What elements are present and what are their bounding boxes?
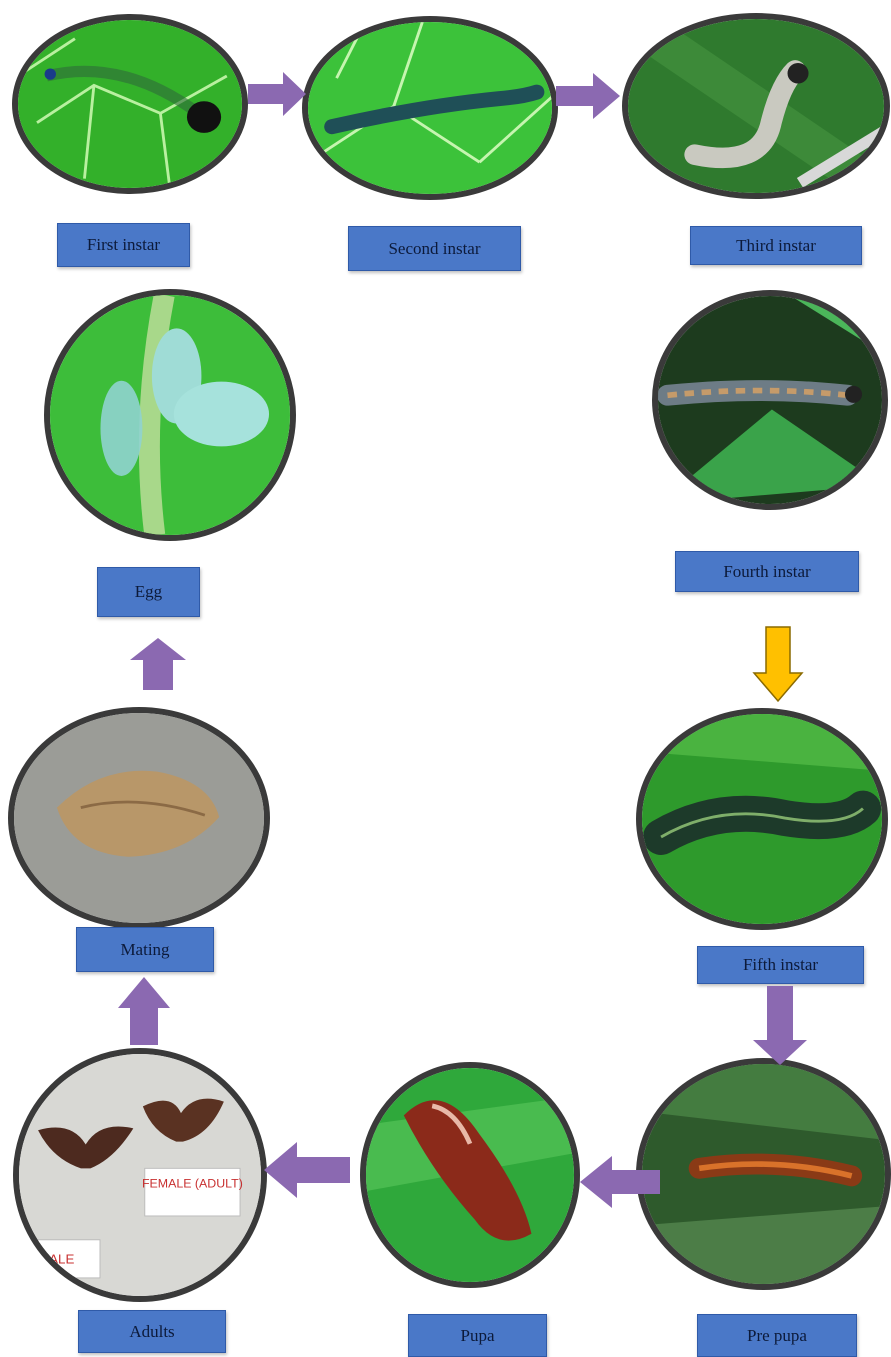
fifth-instar-photo: [636, 708, 888, 930]
label-fourth-instar: Fourth instar: [675, 551, 859, 592]
arrow-second-to-third: [556, 73, 620, 119]
pupa-photo: [360, 1062, 580, 1288]
label-second-instar: Second instar: [348, 226, 521, 271]
third-instar-photo: [622, 13, 890, 199]
label-first-instar: First instar: [57, 223, 190, 267]
arrow-adults-to-mating: [118, 977, 170, 1045]
male-tag-text: MALE: [38, 1252, 74, 1267]
label-pupa: Pupa: [408, 1314, 547, 1357]
arrow-first-to-second: [248, 72, 306, 116]
label-fifth-instar: Fifth instar: [697, 946, 864, 984]
egg-photo: [44, 289, 296, 541]
adults-photo: FEMALE (ADULT) MALE: [13, 1048, 267, 1302]
fourth-instar-photo: [652, 290, 888, 510]
mating-photo: [8, 707, 270, 929]
label-adults: Adults: [78, 1310, 226, 1353]
label-pre-pupa: Pre pupa: [697, 1314, 857, 1357]
arrow-pupa-to-adults: [264, 1142, 350, 1198]
arrow-fourth-to-fifth: [754, 627, 802, 701]
second-instar-photo: [302, 16, 558, 200]
arrow-mating-to-egg: [130, 638, 186, 690]
label-mating: Mating: [76, 927, 214, 972]
label-third-instar: Third instar: [690, 226, 862, 265]
label-egg: Egg: [97, 567, 200, 617]
first-instar-photo: [12, 14, 248, 194]
pre-pupa-photo: [636, 1058, 891, 1290]
arrow-fifth-to-pre-pupa: [753, 986, 807, 1065]
female-tag-text: FEMALE (ADULT): [142, 1176, 243, 1190]
